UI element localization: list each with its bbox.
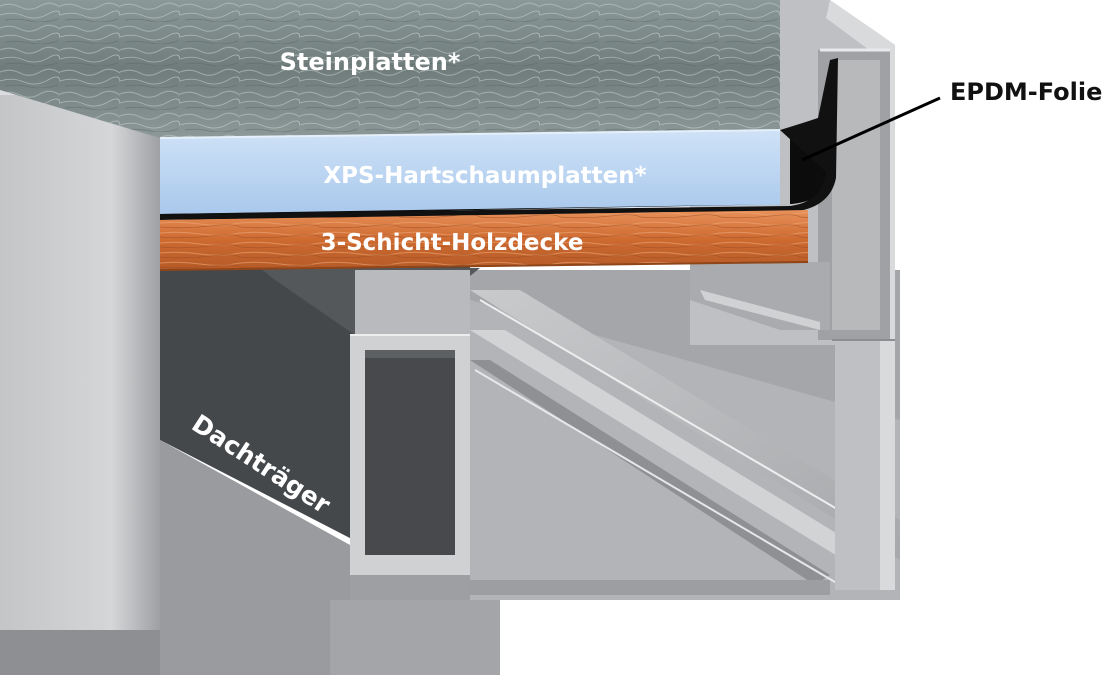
epdm-callout-line [801,96,941,162]
aluminium-frame-body [470,270,900,600]
xps-insulation-layer [159,129,781,215]
roof-beam-profile [260,268,480,605]
timber-deck-label: 3-Schicht-Holzdecke [321,230,584,256]
epdm-membrane-label: EPDM-Folie [950,78,1102,106]
aluminium-side-block [0,85,350,675]
beam-foot [330,600,500,675]
stone-slabs-label: Steinplatten* [280,48,461,76]
xps-boards-label: XPS-Hartschaumplatten* [323,163,646,189]
stone-slab-layer [0,0,780,138]
timber-deck-layer [159,210,809,271]
